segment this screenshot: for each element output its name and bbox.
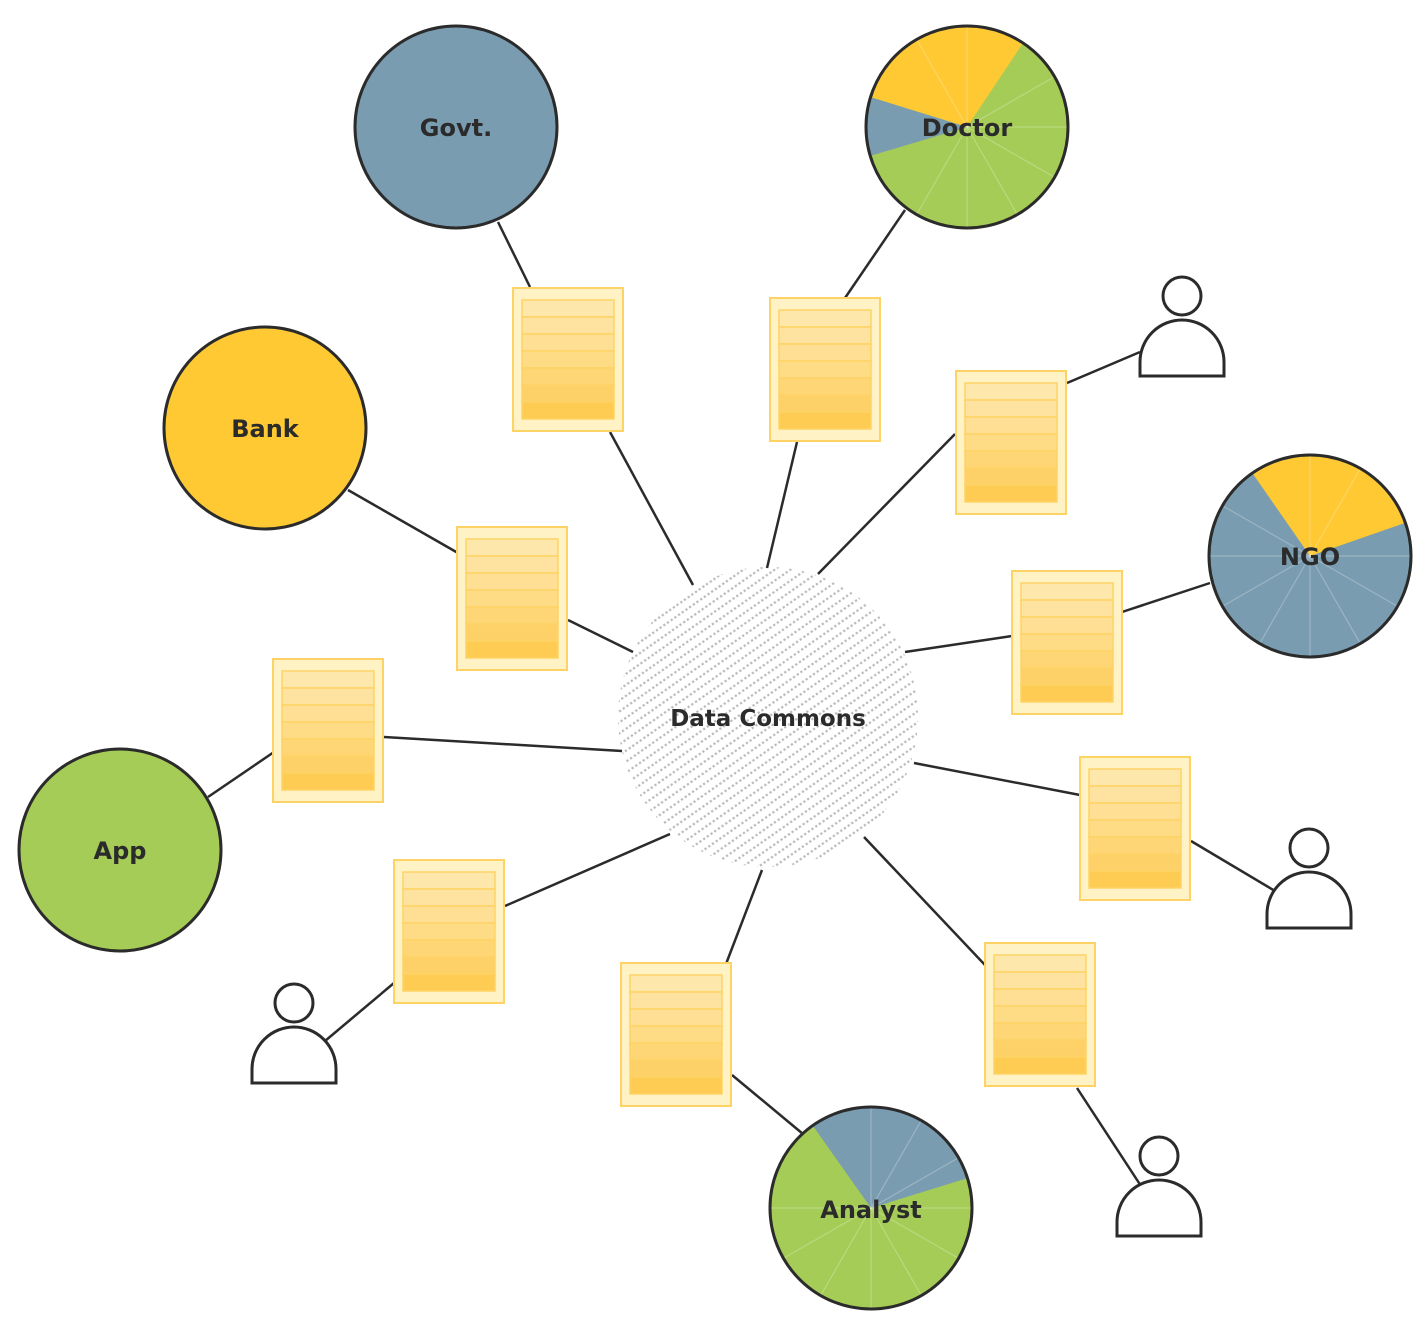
person-icon xyxy=(1138,275,1226,378)
document-icon xyxy=(620,962,732,1107)
node-app-label: App xyxy=(94,837,147,865)
document-icon xyxy=(512,287,624,432)
document-icon xyxy=(393,859,505,1004)
hub-label: Data Commons xyxy=(670,706,866,732)
document-icon xyxy=(1079,756,1191,901)
person-icon xyxy=(1115,1135,1203,1238)
node-ngo: NGO xyxy=(1207,453,1413,659)
node-bank-label: Bank xyxy=(231,415,300,443)
node-analyst: Analyst xyxy=(768,1105,974,1311)
document-icon xyxy=(769,297,881,442)
document-icon xyxy=(984,942,1096,1087)
data-commons-hub: Data Commons xyxy=(618,567,918,867)
node-govt-label: Govt. xyxy=(420,114,492,142)
node-analyst-label: Analyst xyxy=(820,1196,921,1224)
document-icon xyxy=(272,658,384,803)
document-icon xyxy=(456,526,568,671)
node-ngo-label: NGO xyxy=(1280,543,1340,571)
node-bank: Bank xyxy=(162,325,368,531)
node-doctor-label: Doctor xyxy=(922,114,1013,142)
document-icon xyxy=(955,370,1067,515)
node-govt: Govt. xyxy=(353,24,559,230)
node-app: App xyxy=(17,747,223,953)
document-icon xyxy=(1011,570,1123,715)
person-icon xyxy=(1265,827,1353,930)
person-icon xyxy=(250,982,338,1085)
connector-lines xyxy=(207,209,1276,1187)
node-doctor: Doctor xyxy=(864,24,1070,230)
